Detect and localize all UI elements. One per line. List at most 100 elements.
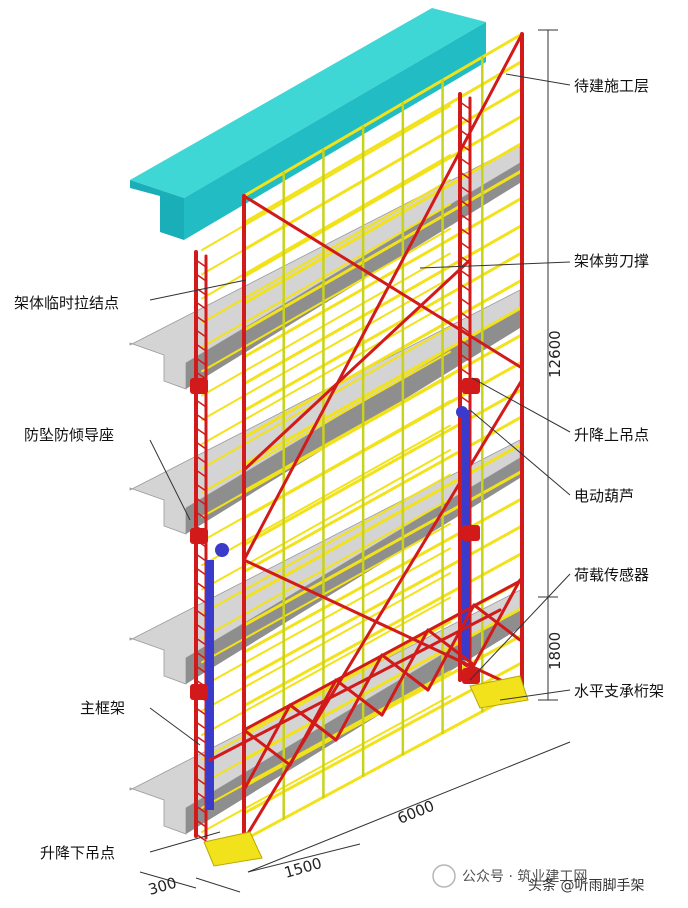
main-frame-right-lacing [459, 325, 471, 334]
main-frame-left-lacing [195, 315, 207, 324]
horizontal-rail [242, 688, 524, 842]
anti-fall-guide-seat [462, 525, 480, 541]
truss-diagonal [288, 678, 338, 767]
anti-fall-guide-seat [190, 378, 208, 394]
truss-diagonal [334, 653, 384, 742]
main-frame-right-lacing [459, 367, 471, 376]
label-temp-tie-point: 架体临时拉结点 [14, 294, 119, 312]
main-frame-left-lacing [195, 819, 207, 828]
main-frame-left-lacing [195, 553, 207, 562]
main-frame-left-lacing [195, 735, 207, 744]
anti-fall-guide-seat [462, 378, 480, 394]
main-frame-left-lacing [195, 399, 207, 408]
horizontal-rail [242, 223, 524, 386]
main-frame-right-lacing [459, 199, 471, 208]
main-frame-left-lacing [195, 749, 207, 758]
anti-fall-guide-seat [190, 684, 208, 700]
base-plate [469, 675, 529, 709]
main-frame-left-lacing [195, 651, 207, 660]
label-electric-hoist: 电动葫芦 [574, 487, 634, 505]
watermark: 公众号 · 筑业建工网 头条 @听雨脚手架 [432, 864, 644, 894]
truss-diagonal [380, 628, 430, 717]
main-frame-right-lacing [459, 185, 471, 194]
horizontal-rail [242, 32, 524, 198]
main-frame-left-lacing [195, 721, 207, 730]
label-floor-to-build: 待建施工层 [574, 77, 649, 95]
main-frame-left-lacing [195, 805, 207, 814]
horizontal-rail [242, 524, 524, 681]
horizontal-rail [242, 59, 524, 225]
main-frame-left-lacing [195, 665, 207, 674]
watermark-line2: 头条 @听雨脚手架 [528, 877, 644, 894]
scissor-brace [242, 194, 524, 370]
main-frame-right-lacing [459, 129, 471, 138]
main-frame-right-lacing [459, 171, 471, 180]
horizontal-rail [242, 196, 524, 359]
main-frame-left-lacing [195, 427, 207, 436]
callout-labels: 待建施工层 架体剪刀撑 架体临时拉结点 升降上吊点 防坠防倾导座 电动葫芦 荷载… [14, 77, 664, 862]
dim-length: 6000 [395, 797, 437, 828]
label-horizontal-truss: 水平支承桁架 [574, 682, 664, 700]
watermark-line1: 公众号 · 筑业建工网 [462, 869, 587, 885]
main-frame-right-lacing [459, 143, 471, 152]
main-frame-left-lacing [195, 273, 207, 282]
floor-slab-side [186, 458, 520, 684]
main-frame-left-lacing [195, 259, 207, 268]
main-frame-left-lacing [195, 609, 207, 618]
main-frame-left-lacing [195, 511, 207, 520]
horizontal-rail [242, 497, 524, 654]
electric-hoist [215, 543, 229, 557]
main-frame-right-lacing [459, 339, 471, 348]
horizontal-rail [242, 442, 524, 600]
dim-offset: 300 [146, 874, 178, 899]
truss-diagonal [242, 703, 292, 792]
main-frame-left-lacing [195, 567, 207, 576]
horizontal-rail [242, 551, 524, 708]
main-frame-left-lacing [195, 581, 207, 590]
main-frame-left-lacing [195, 637, 207, 646]
main-frame-left-lacing [195, 287, 207, 296]
main-frame-left-lacing [195, 455, 207, 464]
main-frame-right-lacing [459, 311, 471, 320]
main-frame-left-lacing [195, 357, 207, 366]
main-frame-right-lacing [459, 227, 471, 236]
truss-chord [242, 578, 524, 732]
horizontal-rail [242, 114, 524, 278]
dimension-lines [139, 29, 571, 893]
main-frame-left-lacing [195, 707, 207, 716]
wechat-icon [432, 864, 456, 888]
main-frame-right-lacing [459, 395, 471, 404]
main-frame-right-lacing [459, 115, 471, 124]
dim-width: 1500 [282, 854, 324, 882]
truss-diagonal [472, 578, 522, 667]
label-scissor-brace: 架体剪刀撑 [574, 252, 649, 270]
label-anti-fall-guide: 防坠防倾导座 [24, 426, 114, 444]
scissor-brace [242, 32, 524, 562]
main-frame-right-lacing [459, 241, 471, 250]
main-frame-left-lacing [195, 623, 207, 632]
horizontal-rail [242, 305, 524, 466]
dim-height-bottom: 1800 [546, 632, 564, 670]
main-frame-right-lacing [459, 297, 471, 306]
main-frame-right-lacing [459, 661, 471, 670]
horizontal-rail [242, 469, 524, 627]
floor-slab-side [186, 608, 520, 834]
horizontal-rail [242, 251, 524, 413]
label-upper-lift-point: 升降上吊点 [574, 426, 649, 444]
main-frame-left-lacing [195, 791, 207, 800]
label-main-frame: 主框架 [80, 699, 125, 717]
truss-diagonal [426, 603, 476, 692]
main-frame-left-lacing [195, 469, 207, 478]
label-lower-lift-point: 升降下吊点 [40, 844, 115, 862]
main-frame-left-lacing [195, 497, 207, 506]
horizontal-rail [242, 333, 524, 493]
guide-rail-left [206, 560, 214, 810]
main-frame-left-lacing [195, 343, 207, 352]
label-load-sensor: 荷载传感器 [574, 566, 649, 584]
anti-fall-guide-seat [462, 668, 480, 684]
horizontal-rail [242, 141, 524, 305]
main-frame-right-lacing [459, 157, 471, 166]
main-frame-right-lacing [459, 101, 471, 110]
main-frame-left-lacing [195, 301, 207, 310]
